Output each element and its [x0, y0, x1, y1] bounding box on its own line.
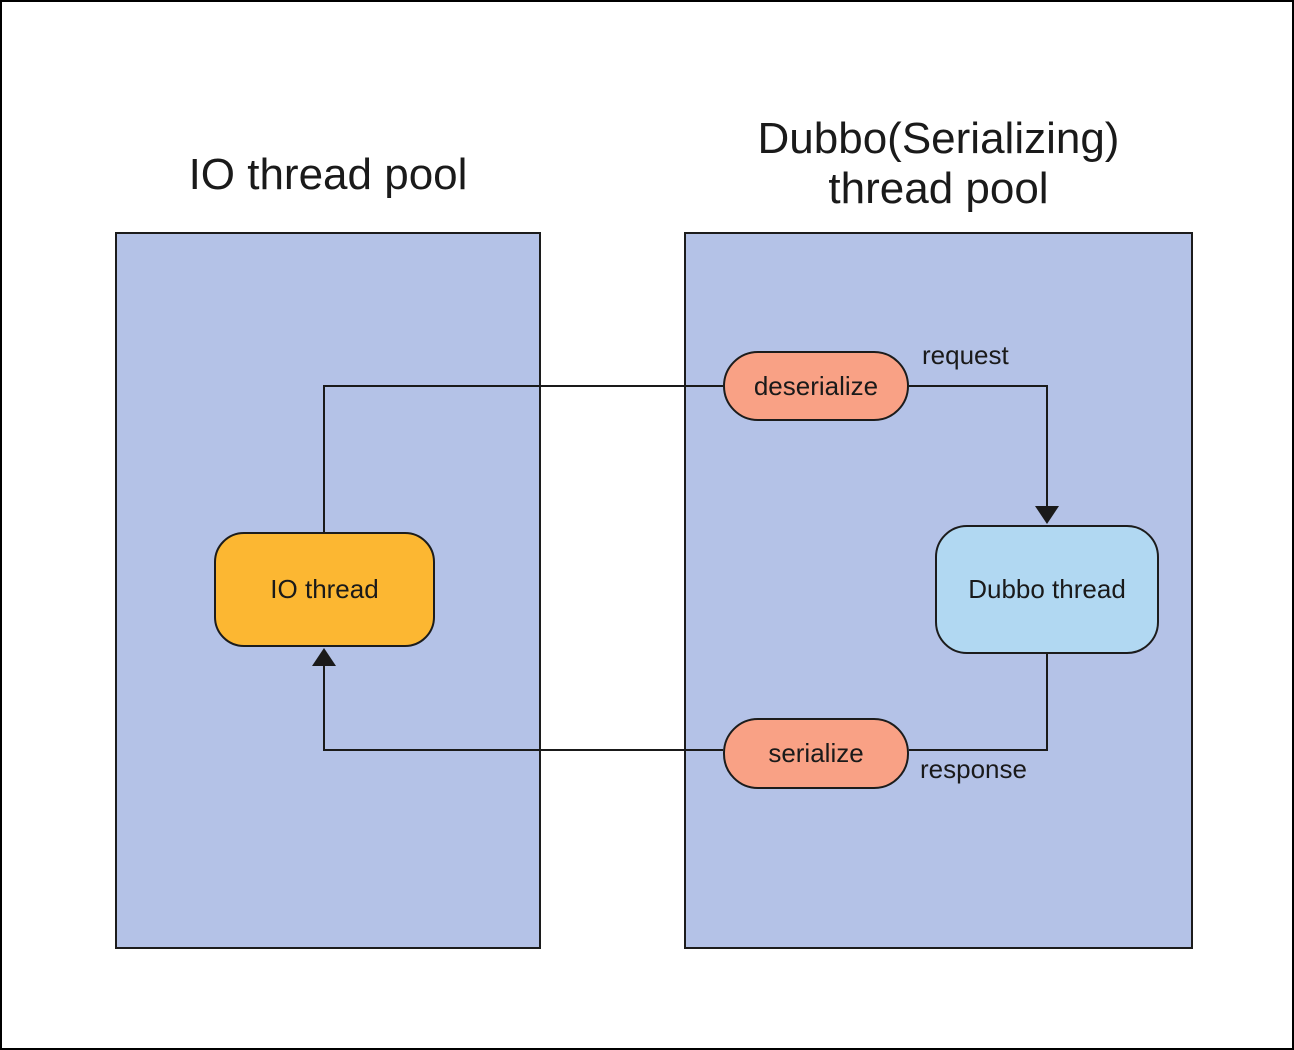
node-dubbo-thread: Dubbo thread	[935, 525, 1159, 654]
node-io-thread-label: IO thread	[270, 574, 379, 604]
edge-label-request: request	[922, 340, 1009, 370]
node-deserialize-label: deserialize	[753, 370, 879, 401]
edge-label-response: response	[920, 754, 1027, 784]
node-dubbo-thread-label: Dubbo thread	[968, 574, 1126, 604]
dubbo-thread-pool-title: Dubbo(Serializing) thread pool	[684, 114, 1193, 214]
node-io-thread: IO thread	[214, 532, 435, 647]
node-serialize: serialize	[723, 718, 909, 789]
dubbo-thread-pool-title-line1: Dubbo(Serializing)	[757, 114, 1120, 163]
io-thread-pool-title-line: IO thread pool	[188, 150, 468, 199]
io-thread-pool-title: IO thread pool	[115, 150, 541, 200]
node-deserialize: deserialize	[723, 351, 909, 421]
node-serialize-label: serialize	[768, 738, 864, 768]
dubbo-thread-pool-title-line2: thread pool	[828, 164, 1049, 213]
